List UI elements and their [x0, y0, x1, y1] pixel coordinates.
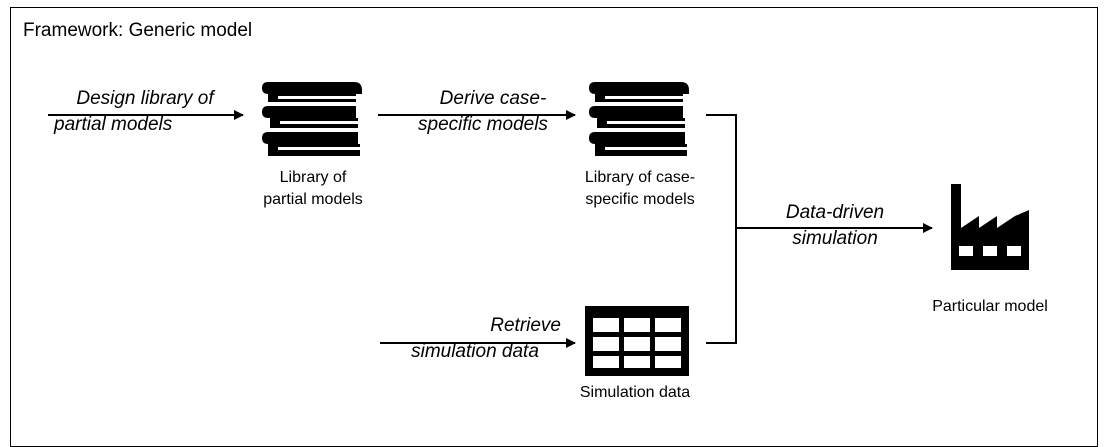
books-icon — [262, 82, 362, 156]
step-simulate-line1: Data-driven — [785, 202, 885, 223]
step-retrieve-line1: Retrieve — [490, 315, 561, 336]
step-retrieve-line2: simulation data — [411, 341, 539, 362]
caption-case-line1: Library of case- — [584, 169, 696, 186]
frame-title: Framework: Generic model — [23, 20, 253, 41]
books-icon — [589, 82, 689, 156]
step-derive-line2: specific models — [418, 114, 548, 135]
caption-partial-line2: partial models — [263, 191, 363, 208]
caption-partial-line1: Library of — [279, 169, 347, 186]
caption-case-line2: specific models — [585, 191, 695, 208]
caption-partial-library: Library of partial models — [258, 167, 368, 211]
step-design-line2: partial models — [54, 114, 173, 135]
caption-particular-model: Particular model — [932, 298, 1048, 315]
table-grid-icon — [585, 306, 689, 376]
join-bracket — [706, 114, 737, 344]
step-design-library: Design library of partial models — [50, 86, 240, 138]
connector-lines — [48, 110, 933, 348]
step-derive-line1: Derive case- — [439, 88, 547, 109]
step-derive-models: Derive case- specific models — [398, 86, 568, 138]
step-design-line1: Design library of — [76, 88, 214, 109]
step-retrieve-data: Retrieve simulation data — [385, 313, 565, 365]
step-data-driven-simulation: Data-driven simulation — [760, 200, 910, 252]
caption-case-library: Library of case- specific models — [565, 167, 715, 211]
caption-simulation-data: Simulation data — [579, 384, 691, 401]
step-simulate-line2: simulation — [792, 228, 878, 249]
factory-icon — [951, 184, 1029, 270]
